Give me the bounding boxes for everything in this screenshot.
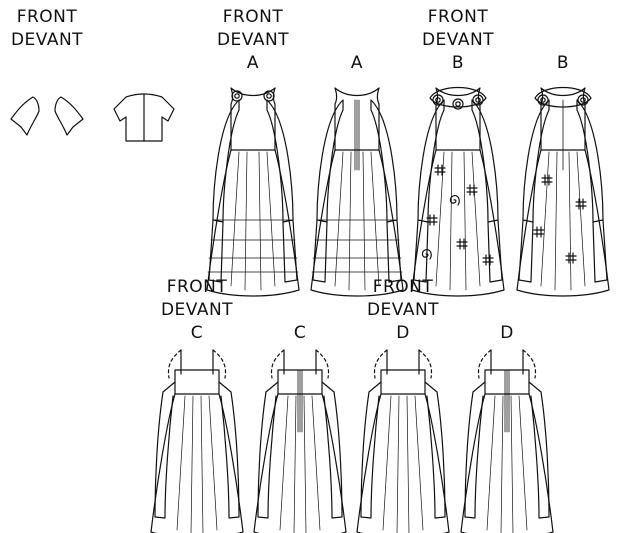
view-b-back-drawing [516,87,610,297]
view-a-front-drawing [206,87,300,297]
view-d-front-drawing [356,349,450,533]
view-c-front-drawing [150,349,244,533]
view-c-front-text: FRONT [166,277,228,297]
bolero-front-pieces [10,96,84,136]
view-b-back-label: B [557,52,569,75]
view-a-back-drawing [310,87,404,297]
view-a-back-letter: A [350,53,364,73]
bolero-label: FRONT DEVANT [11,6,83,52]
bolero-devant-text: DEVANT [10,30,84,50]
view-c-back-label: C [294,322,306,345]
bolero-front-text: FRONT [16,7,78,27]
view-c-back-drawing [253,349,347,533]
view-b-front-drawing [411,87,505,297]
bolero-back-piece [113,93,175,142]
view-c-back-letter: C [293,323,307,343]
view-a-label: FRONT DEVANT A [217,6,289,75]
view-a-back-label: A [351,52,363,75]
view-a-letter: A [246,53,260,73]
view-b-devant-text: DEVANT [421,30,495,50]
view-d-back-letter: D [500,323,514,343]
view-d-letter: D [396,323,410,343]
view-d-back-label: D [500,322,514,345]
view-b-letter: B [451,53,465,73]
view-c-letter: C [190,323,204,343]
view-c-label: FRONT DEVANT C [161,276,233,345]
view-a-front-text: FRONT [222,7,284,27]
view-b-back-letter: B [556,53,570,73]
view-b-label: FRONT DEVANT B [422,6,494,75]
view-c-devant-text: DEVANT [160,300,234,320]
view-a-devant-text: DEVANT [216,30,290,50]
view-d-back-drawing [460,349,554,533]
view-d-devant-text: DEVANT [366,300,440,320]
view-b-front-text: FRONT [427,7,489,27]
